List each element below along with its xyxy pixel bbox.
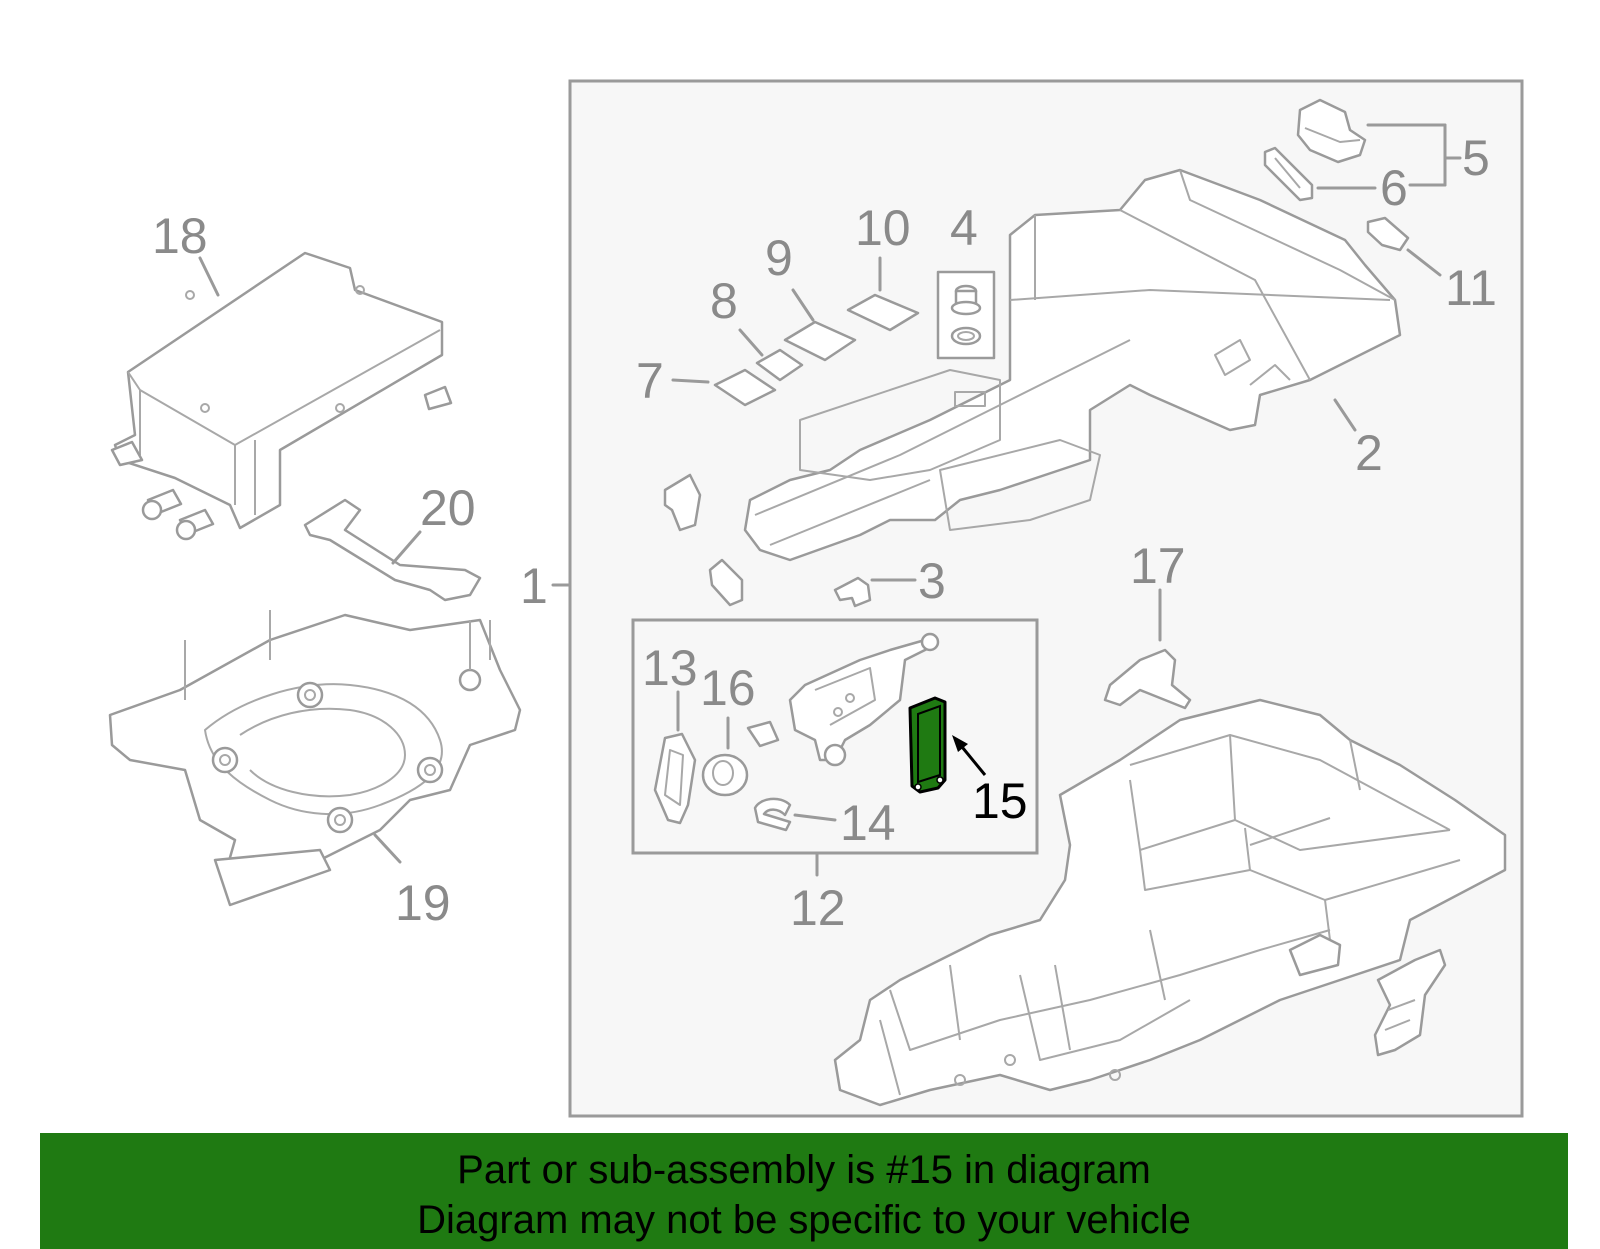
part-battery-tray-lower[interactable] [833, 698, 1507, 1107]
callout-14: 14 [840, 795, 896, 851]
callout-8: 8 [710, 273, 738, 329]
callout-4: 4 [950, 200, 978, 256]
part-7-pad[interactable] [713, 368, 777, 407]
callout-18: 18 [152, 208, 208, 264]
part-bracket-lower-right[interactable] [1373, 948, 1447, 1057]
part-10-pad[interactable] [846, 293, 920, 332]
callout-15: 15 [972, 773, 1028, 829]
callout-10: 10 [855, 200, 911, 256]
leader-9 [791, 288, 815, 322]
part-17-bracket[interactable] [1103, 648, 1192, 710]
part-19-subframe[interactable] [108, 610, 522, 907]
part-4-plug-kit[interactable] [936, 270, 996, 360]
callout-9: 9 [765, 230, 793, 286]
callout-6: 6 [1380, 160, 1408, 216]
leader-18 [198, 256, 220, 297]
callout-1: 1 [520, 558, 548, 614]
callout-13: 13 [642, 640, 698, 696]
part-5-valve[interactable] [1296, 98, 1367, 164]
callout-19: 19 [395, 875, 451, 931]
leader-19 [373, 833, 402, 864]
part-18-charger-box[interactable] [110, 251, 453, 541]
leader-8 [738, 328, 764, 357]
part-bracket-left[interactable] [663, 473, 744, 607]
part-13-cover-gasket[interactable] [653, 732, 697, 825]
part-11-seal[interactable] [1366, 216, 1410, 252]
part-14-clip[interactable] [753, 797, 792, 832]
leader-7 [671, 378, 710, 384]
callout-20: 20 [420, 480, 476, 536]
part-2-battery-cover[interactable] [743, 168, 1402, 562]
callout-7: 7 [636, 353, 664, 409]
callout-16: 16 [700, 660, 756, 716]
callout-3: 3 [918, 553, 946, 609]
part-8-pad[interactable] [755, 348, 804, 382]
callout-12: 12 [790, 880, 846, 936]
group-12-box [631, 618, 1039, 855]
banner-line-2: Diagram may not be specific to your vehi… [417, 1198, 1191, 1242]
callout-2: 2 [1355, 425, 1383, 481]
leader-20 [391, 530, 422, 565]
info-banner: Part or sub-assembly is #15 in diagram D… [40, 1133, 1568, 1249]
callout-11: 11 [1445, 260, 1497, 316]
leader-2 [1333, 398, 1357, 432]
callout-17: 17 [1130, 538, 1186, 594]
arrow-15-head [952, 735, 968, 752]
leader-11 [1406, 248, 1442, 277]
part-3-clip[interactable] [833, 576, 872, 608]
leader-14 [793, 813, 837, 822]
part-6-gasket[interactable] [1263, 146, 1314, 202]
part-15-highlighted[interactable] [908, 696, 947, 794]
callout-5: 5 [1462, 130, 1490, 186]
part-service-plug-bracket[interactable] [788, 632, 940, 767]
banner-line-1: Part or sub-assembly is #15 in diagram [457, 1148, 1151, 1192]
part-16-grommet[interactable] [701, 720, 780, 797]
part-9-pad[interactable] [783, 320, 857, 362]
part-20-bracket[interactable] [303, 498, 482, 602]
